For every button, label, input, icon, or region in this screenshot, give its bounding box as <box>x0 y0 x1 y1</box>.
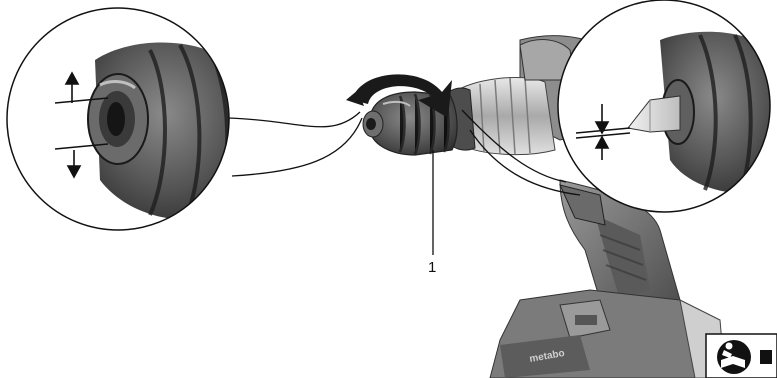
detail-circle-left <box>6 7 230 231</box>
rotate-arrow-icon <box>346 74 452 118</box>
detail-circle-right <box>557 0 771 213</box>
read-manual-icon <box>705 333 777 378</box>
jaw-open-arrows <box>54 71 109 179</box>
callout-1: 1 <box>428 150 436 276</box>
detail-circle-outline <box>6 7 230 231</box>
callout-number: 1 <box>428 259 436 276</box>
magnifier-connectors <box>227 109 581 196</box>
detail-circle-outline-right <box>557 0 771 213</box>
jaw-close-arrows <box>575 104 631 160</box>
